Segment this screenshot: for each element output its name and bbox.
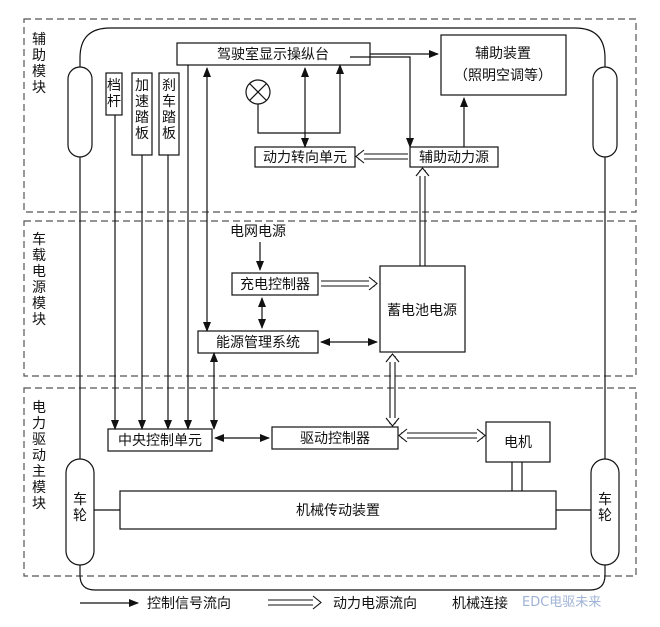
legend-power-head xyxy=(312,595,322,610)
vertical-char: 速 xyxy=(135,94,149,110)
drive-module-frame xyxy=(23,387,637,577)
battery-driver-head-down xyxy=(385,417,400,427)
console-label: 驾驶室显示操纵台 xyxy=(217,46,329,63)
vertical-char: 块 xyxy=(32,80,46,96)
battery-label: 蓄电池电源 xyxy=(387,303,457,319)
transmission-box xyxy=(119,490,557,530)
battery-box xyxy=(379,265,466,353)
ems-box xyxy=(197,330,319,354)
vertical-char: 模 xyxy=(32,480,46,496)
power-module-label: 车载电源模块 xyxy=(32,231,46,328)
gear-label: 档杆 xyxy=(107,78,121,110)
vertical-char: 块 xyxy=(32,496,46,512)
drive-module-label: 电力驱动主模块 xyxy=(32,400,46,512)
lamp-icon-cross-b xyxy=(249,83,267,101)
aux-module-frame xyxy=(23,18,637,213)
central-box xyxy=(107,428,213,452)
power-module-frame xyxy=(23,220,637,377)
mechanical-link-bottom xyxy=(79,565,606,591)
steering-label: 动力转向单元 xyxy=(263,150,347,166)
driver-label: 驱动控制器 xyxy=(300,431,370,447)
aux-device-label-2: （照明空调等） xyxy=(454,67,552,84)
vertical-char: 电 xyxy=(32,264,46,280)
vertical-char: 动 xyxy=(32,448,46,464)
drive-module-text: 电 xyxy=(32,400,46,416)
power-module-text: 车 xyxy=(32,231,46,248)
grid-label: 电网电源 xyxy=(230,224,286,240)
wheel-right-label: 车轮 xyxy=(598,491,612,524)
aux-power-label: 辅助动力源 xyxy=(419,150,489,166)
wheel-top-left xyxy=(67,66,93,158)
wheel-top-right xyxy=(592,66,618,158)
accel-label: 加速踏板 xyxy=(135,78,149,142)
aux-module-label: 辅助模块 xyxy=(32,32,46,96)
brake-box xyxy=(158,72,180,156)
wheel-left-label: 车轮 xyxy=(73,491,87,524)
vertical-char: 杆 xyxy=(107,94,121,110)
aux-device-label-1: 辅助装置 xyxy=(475,46,531,62)
transmission-label: 机械传动装置 xyxy=(296,503,380,519)
legend-control-label: 控制信号流向 xyxy=(147,596,231,612)
aux-module-text: 辅 xyxy=(32,32,46,48)
aux-power-to-steering-head xyxy=(355,149,365,164)
ems-label: 能源管理系统 xyxy=(216,335,300,351)
vertical-char: 块 xyxy=(32,312,46,328)
gear-text: 档 xyxy=(107,78,121,94)
vertical-char: 主 xyxy=(32,464,46,480)
brake-label: 刹车踏板 xyxy=(162,78,176,142)
vertical-char: 车 xyxy=(162,93,176,110)
vertical-char: 驱 xyxy=(32,432,46,448)
vertical-char: 载 xyxy=(32,248,46,264)
console-to-aux-power-arrow xyxy=(350,56,414,148)
legend-power-label: 动力电源流向 xyxy=(333,596,417,612)
wheel-right-text: 车 xyxy=(598,491,612,508)
aux-power-box xyxy=(409,146,499,168)
charger-box xyxy=(231,272,319,296)
charger-to-battery-head xyxy=(368,276,378,291)
vertical-char: 模 xyxy=(32,296,46,312)
charger-label: 充电控制器 xyxy=(240,277,310,293)
motor-label: 电机 xyxy=(504,435,532,451)
vertical-char: 板 xyxy=(135,126,149,142)
driver-box xyxy=(271,426,399,450)
vertical-char: 力 xyxy=(32,416,46,432)
gear-box xyxy=(105,72,123,116)
wheel-bottom-left xyxy=(65,458,95,566)
motor-box xyxy=(485,421,551,463)
central-label: 中央控制单元 xyxy=(118,433,202,449)
vertical-char: 助 xyxy=(32,48,46,64)
vertical-char: 轮 xyxy=(598,508,612,524)
vertical-char: 源 xyxy=(32,280,46,296)
driver-motor-head-right xyxy=(476,428,486,443)
aux-device-box xyxy=(440,34,567,96)
vertical-char: 模 xyxy=(32,64,46,80)
brake-text: 刹 xyxy=(162,78,176,94)
battery-to-aux-power-head xyxy=(415,167,430,177)
vertical-char: 踏 xyxy=(135,110,149,126)
legend-mechanical-label: 机械连接 xyxy=(452,595,508,612)
vertical-char: 踏 xyxy=(162,110,176,126)
vertical-char: 板 xyxy=(162,126,176,142)
driver-motor-head-left xyxy=(398,428,408,443)
wheel-left-text: 车 xyxy=(73,491,87,508)
lamp-to-console-arrow xyxy=(257,64,344,134)
vertical-char: 轮 xyxy=(73,508,87,524)
mechanical-link-top xyxy=(79,27,606,67)
watermark: EDC电驱未来 xyxy=(522,595,602,610)
accel-text: 加 xyxy=(135,78,149,94)
battery-driver-head-up xyxy=(385,353,400,363)
wheel-bottom-right xyxy=(590,458,620,566)
